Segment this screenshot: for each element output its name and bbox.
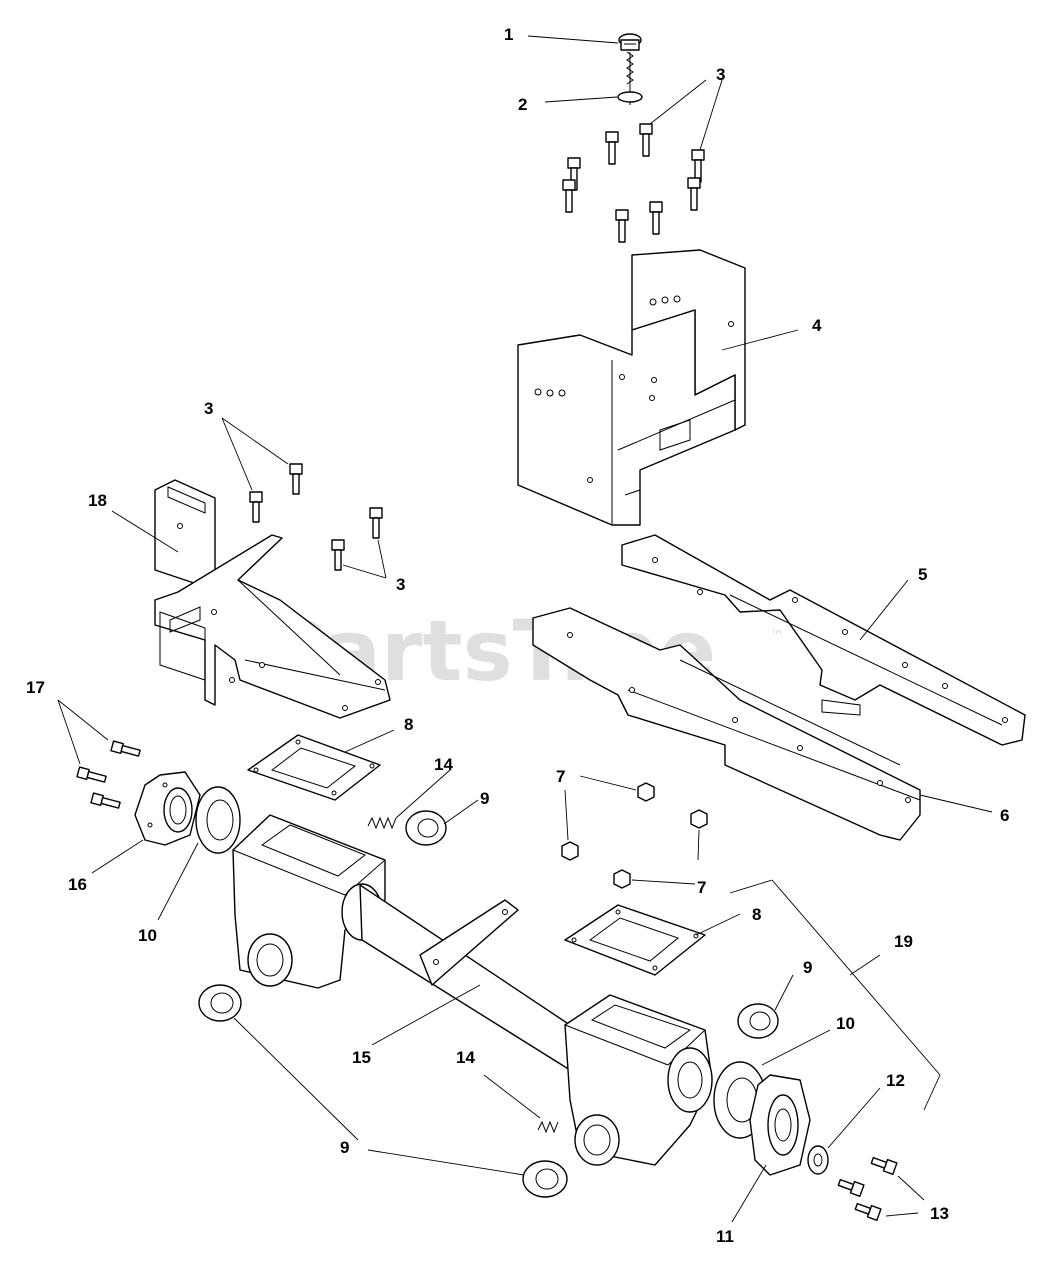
callout-3-lower: 3	[396, 575, 405, 594]
callout-10-right: 10	[836, 1014, 855, 1033]
callout-9-upper: 9	[480, 789, 489, 808]
callout-19: 19	[894, 932, 913, 951]
part-dipstick-cap	[618, 33, 642, 105]
callout-2: 2	[518, 95, 527, 114]
part-hitch-bracket	[154, 479, 391, 719]
callout-9-right: 9	[803, 958, 812, 977]
part-left-rail	[532, 607, 921, 841]
callout-3-top: 3	[716, 65, 725, 84]
callout-5: 5	[918, 565, 927, 584]
part-bolts-upper	[562, 123, 705, 243]
callout-7-lower: 7	[697, 878, 706, 897]
leader-lines	[57, 35, 993, 1223]
part-spring-14-lower	[537, 1120, 559, 1134]
part-spring-14-upper	[367, 816, 397, 830]
part-washer-12	[807, 1145, 829, 1175]
callout-13: 13	[930, 1204, 949, 1223]
part-bolts-17	[76, 740, 141, 809]
part-flange-16	[134, 771, 201, 846]
part-seal-9-b	[198, 984, 242, 1022]
callout-4: 4	[812, 316, 822, 335]
callout-8-lower: 8	[752, 905, 761, 924]
part-axle-housing	[232, 814, 713, 1166]
callout-10-left: 10	[138, 926, 157, 945]
callout-11: 11	[716, 1227, 734, 1246]
part-flange-11	[749, 1074, 811, 1176]
part-o-ring	[617, 91, 643, 103]
part-nuts-7	[561, 782, 708, 889]
callout-15: 15	[352, 1048, 371, 1067]
part-bolts-13	[837, 1156, 898, 1222]
callout-17: 17	[26, 678, 45, 697]
callout-14-upper: 14	[434, 755, 453, 774]
callout-14-lower: 14	[456, 1048, 475, 1067]
callout-9-lower: 9	[340, 1138, 349, 1157]
watermark-trademark: ™	[770, 628, 784, 644]
part-right-rail	[621, 534, 1026, 746]
callout-16: 16	[68, 875, 87, 894]
callout-3-middle: 3	[204, 399, 213, 418]
part-gasket-8-upper	[247, 734, 381, 801]
callout-labels: 1 2 3 4 3 18 3 5 17 8 14 7 9 6 16 7 8 10…	[26, 25, 1009, 1246]
callout-1: 1	[504, 25, 513, 44]
callout-18: 18	[88, 491, 107, 510]
part-gasket-8-lower	[564, 904, 706, 976]
callout-7-upper: 7	[556, 767, 565, 786]
part-bolts-lower	[249, 463, 383, 571]
callout-8-upper: 8	[404, 715, 413, 734]
part-gasket-10-left	[195, 786, 241, 854]
part-seal-9-d	[522, 1160, 568, 1198]
part-upper-housing	[517, 249, 746, 526]
part-seal-9-a	[405, 810, 447, 846]
callout-12: 12	[886, 1071, 905, 1090]
part-seal-9-c	[737, 1003, 779, 1039]
callout-6: 6	[1000, 806, 1009, 825]
